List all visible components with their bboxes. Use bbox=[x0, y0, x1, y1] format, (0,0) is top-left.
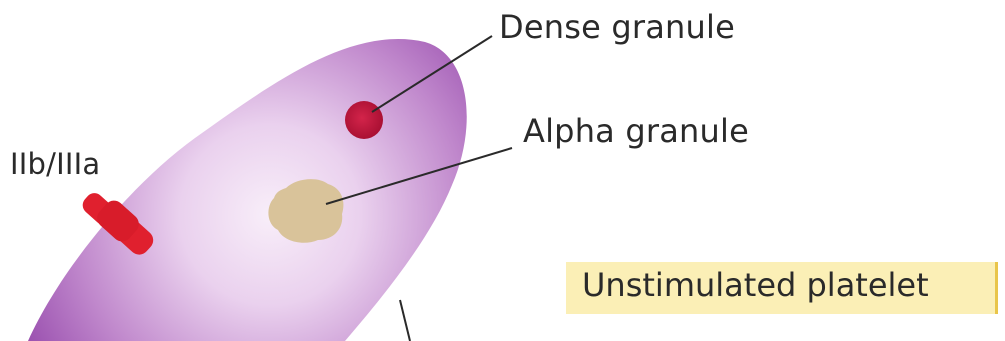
platelet-body bbox=[28, 39, 467, 341]
caption-box: Unstimulated platelet bbox=[566, 262, 998, 314]
caption-text: Unstimulated platelet bbox=[582, 266, 929, 304]
alpha-granule-label: Alpha granule bbox=[523, 112, 749, 150]
platelet-leader bbox=[400, 300, 410, 341]
dense-granule-label: Dense granule bbox=[499, 8, 735, 46]
receptor-label: IIb/IIIa bbox=[10, 147, 100, 181]
dense-granule bbox=[345, 101, 383, 139]
